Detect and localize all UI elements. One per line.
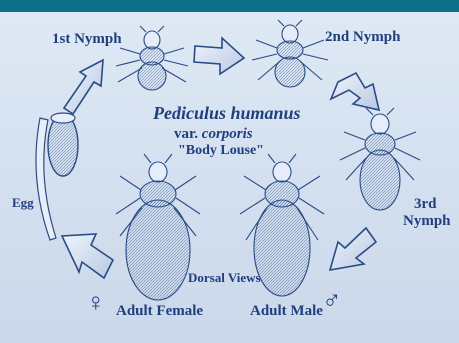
label-egg: Egg: [12, 195, 34, 211]
second-nymph-illustration: [252, 20, 328, 87]
arrow-adult-to-egg: [62, 234, 113, 278]
arrow-egg-to-1st-nymph: [64, 60, 103, 114]
egg-illustration: [36, 113, 78, 240]
variety-prefix: var.: [174, 126, 202, 142]
first-nymph-illustration: [116, 26, 188, 90]
arrow-3rd-nymph-to-adult: [330, 228, 376, 270]
arrow-1st-to-2nd-nymph: [194, 38, 244, 74]
species-name: Pediculus humanus: [153, 103, 301, 124]
common-name: "Body Louse": [178, 143, 264, 159]
label-dorsal-views: Dorsal Views: [188, 270, 261, 286]
label-adult-female: Adult Female: [116, 303, 203, 320]
label-1st-nymph: 1st Nymph: [52, 31, 122, 48]
female-symbol: ♀: [86, 288, 106, 318]
label-nymph: Nymph: [403, 213, 451, 230]
variety-name: corporis: [202, 126, 253, 142]
variety-line: var. corporis: [174, 126, 253, 143]
label-3rd: 3rd: [414, 196, 437, 213]
third-nymph-illustration: [340, 108, 420, 210]
label-adult-male: Adult Male: [250, 303, 323, 320]
arrow-2nd-to-3rd-nymph: [331, 73, 379, 110]
male-symbol: ♂: [322, 286, 342, 316]
label-2nd-nymph: 2nd Nymph: [325, 29, 400, 46]
